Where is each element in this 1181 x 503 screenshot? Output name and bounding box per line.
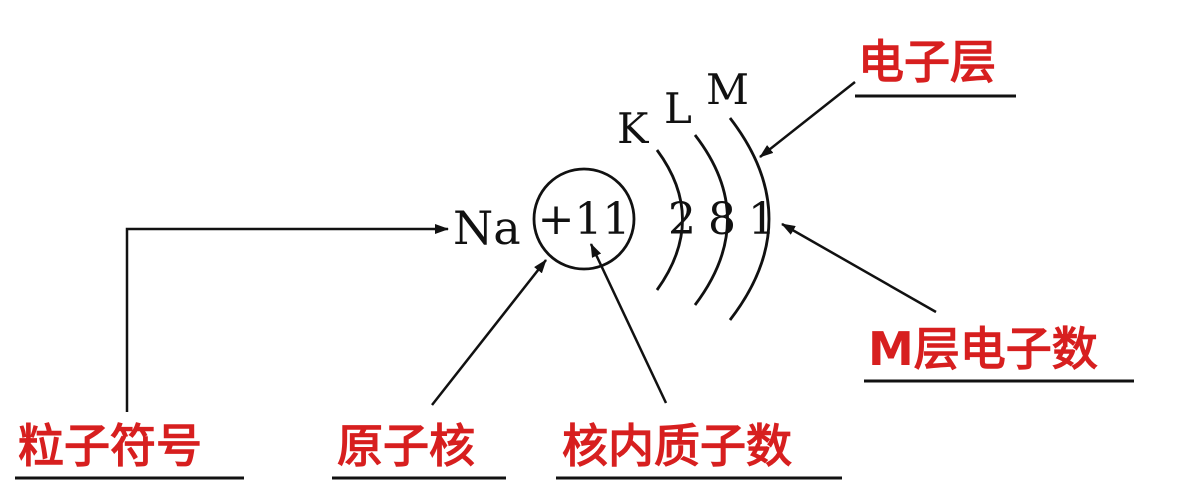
label-electron-shell-group: 电子层: [855, 35, 1016, 98]
shell-letter-m: M: [706, 65, 749, 114]
label-m-shell-electrons: M层电子数: [868, 322, 1098, 376]
label-particle-symbol: 粒子符号: [18, 419, 202, 473]
label-nucleus-group: 原子核: [332, 419, 506, 480]
element-symbol: Na: [453, 201, 521, 255]
label-m-shell-electrons-group: M层电子数: [864, 322, 1134, 383]
nucleus-circle: [532, 167, 636, 271]
m-shell-electrons-arrow: [781, 222, 937, 314]
shell-arc-m: [728, 117, 771, 321]
shell-arc-l: [693, 134, 729, 306]
proton-count-arrow: [589, 243, 668, 404]
shell-arc-k: [655, 149, 684, 291]
label-proton-count-group: 核内质子数: [556, 419, 842, 480]
label-electron-shell: 电子层: [858, 35, 996, 89]
electron-shell-arrow: [759, 81, 856, 158]
shell-electrons-m: 1: [748, 194, 776, 245]
nucleus-charge: +11: [538, 194, 631, 245]
shell-letter-l: L: [664, 84, 692, 133]
shell-electrons-k: 2: [668, 194, 696, 245]
shell-electrons-l: 8: [708, 194, 736, 245]
label-particle-symbol-group: 粒子符号: [15, 419, 244, 480]
nucleus-arrow: [431, 259, 547, 406]
particle-symbol-arrow: [125, 224, 449, 412]
label-nucleus: 原子核: [337, 419, 475, 473]
shell-letter-k: K: [617, 104, 650, 153]
label-proton-count: 核内质子数: [562, 419, 792, 473]
